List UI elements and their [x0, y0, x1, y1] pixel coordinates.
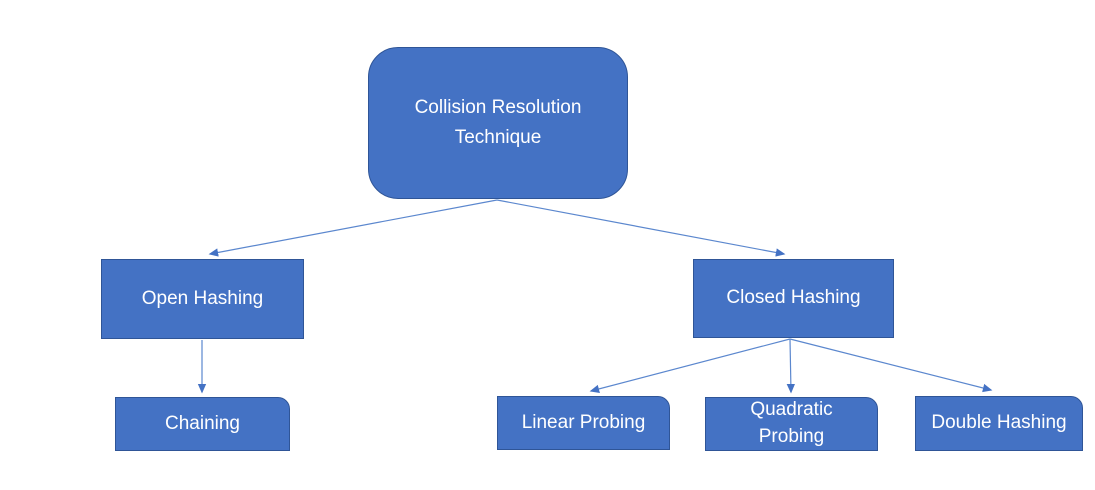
- edge-closed-hashing-to-quadratic-probing: [786, 338, 796, 394]
- edge-root-to-open-hashing: [208, 199, 498, 257]
- node-open-hashing: Open Hashing: [101, 259, 304, 339]
- node-label: Closed Hashing: [726, 287, 861, 309]
- edge-closed-hashing-to-double-hashing: [789, 338, 993, 393]
- edge-root-to-closed-hashing: [496, 199, 786, 257]
- node-label: Double Hashing: [931, 412, 1067, 434]
- node-closed-hashing: Closed Hashing: [693, 259, 894, 338]
- node-double-hashing: Double Hashing: [915, 396, 1083, 451]
- node-label: Chaining: [165, 412, 240, 434]
- node-label: Open Hashing: [141, 287, 264, 309]
- node-label: Collision Resolution Technique: [414, 96, 582, 148]
- node-label: Linear Probing: [521, 411, 646, 433]
- node-quadratic-probing: Quadratic Probing: [705, 397, 878, 451]
- node-collision-resolution-technique: Collision Resolution Technique: [368, 47, 628, 199]
- edge-closed-hashing-to-linear-probing: [589, 338, 791, 394]
- node-chaining: Chaining: [115, 397, 290, 451]
- node-label: Quadratic Probing: [750, 399, 833, 447]
- node-linear-probing: Linear Probing: [497, 396, 670, 450]
